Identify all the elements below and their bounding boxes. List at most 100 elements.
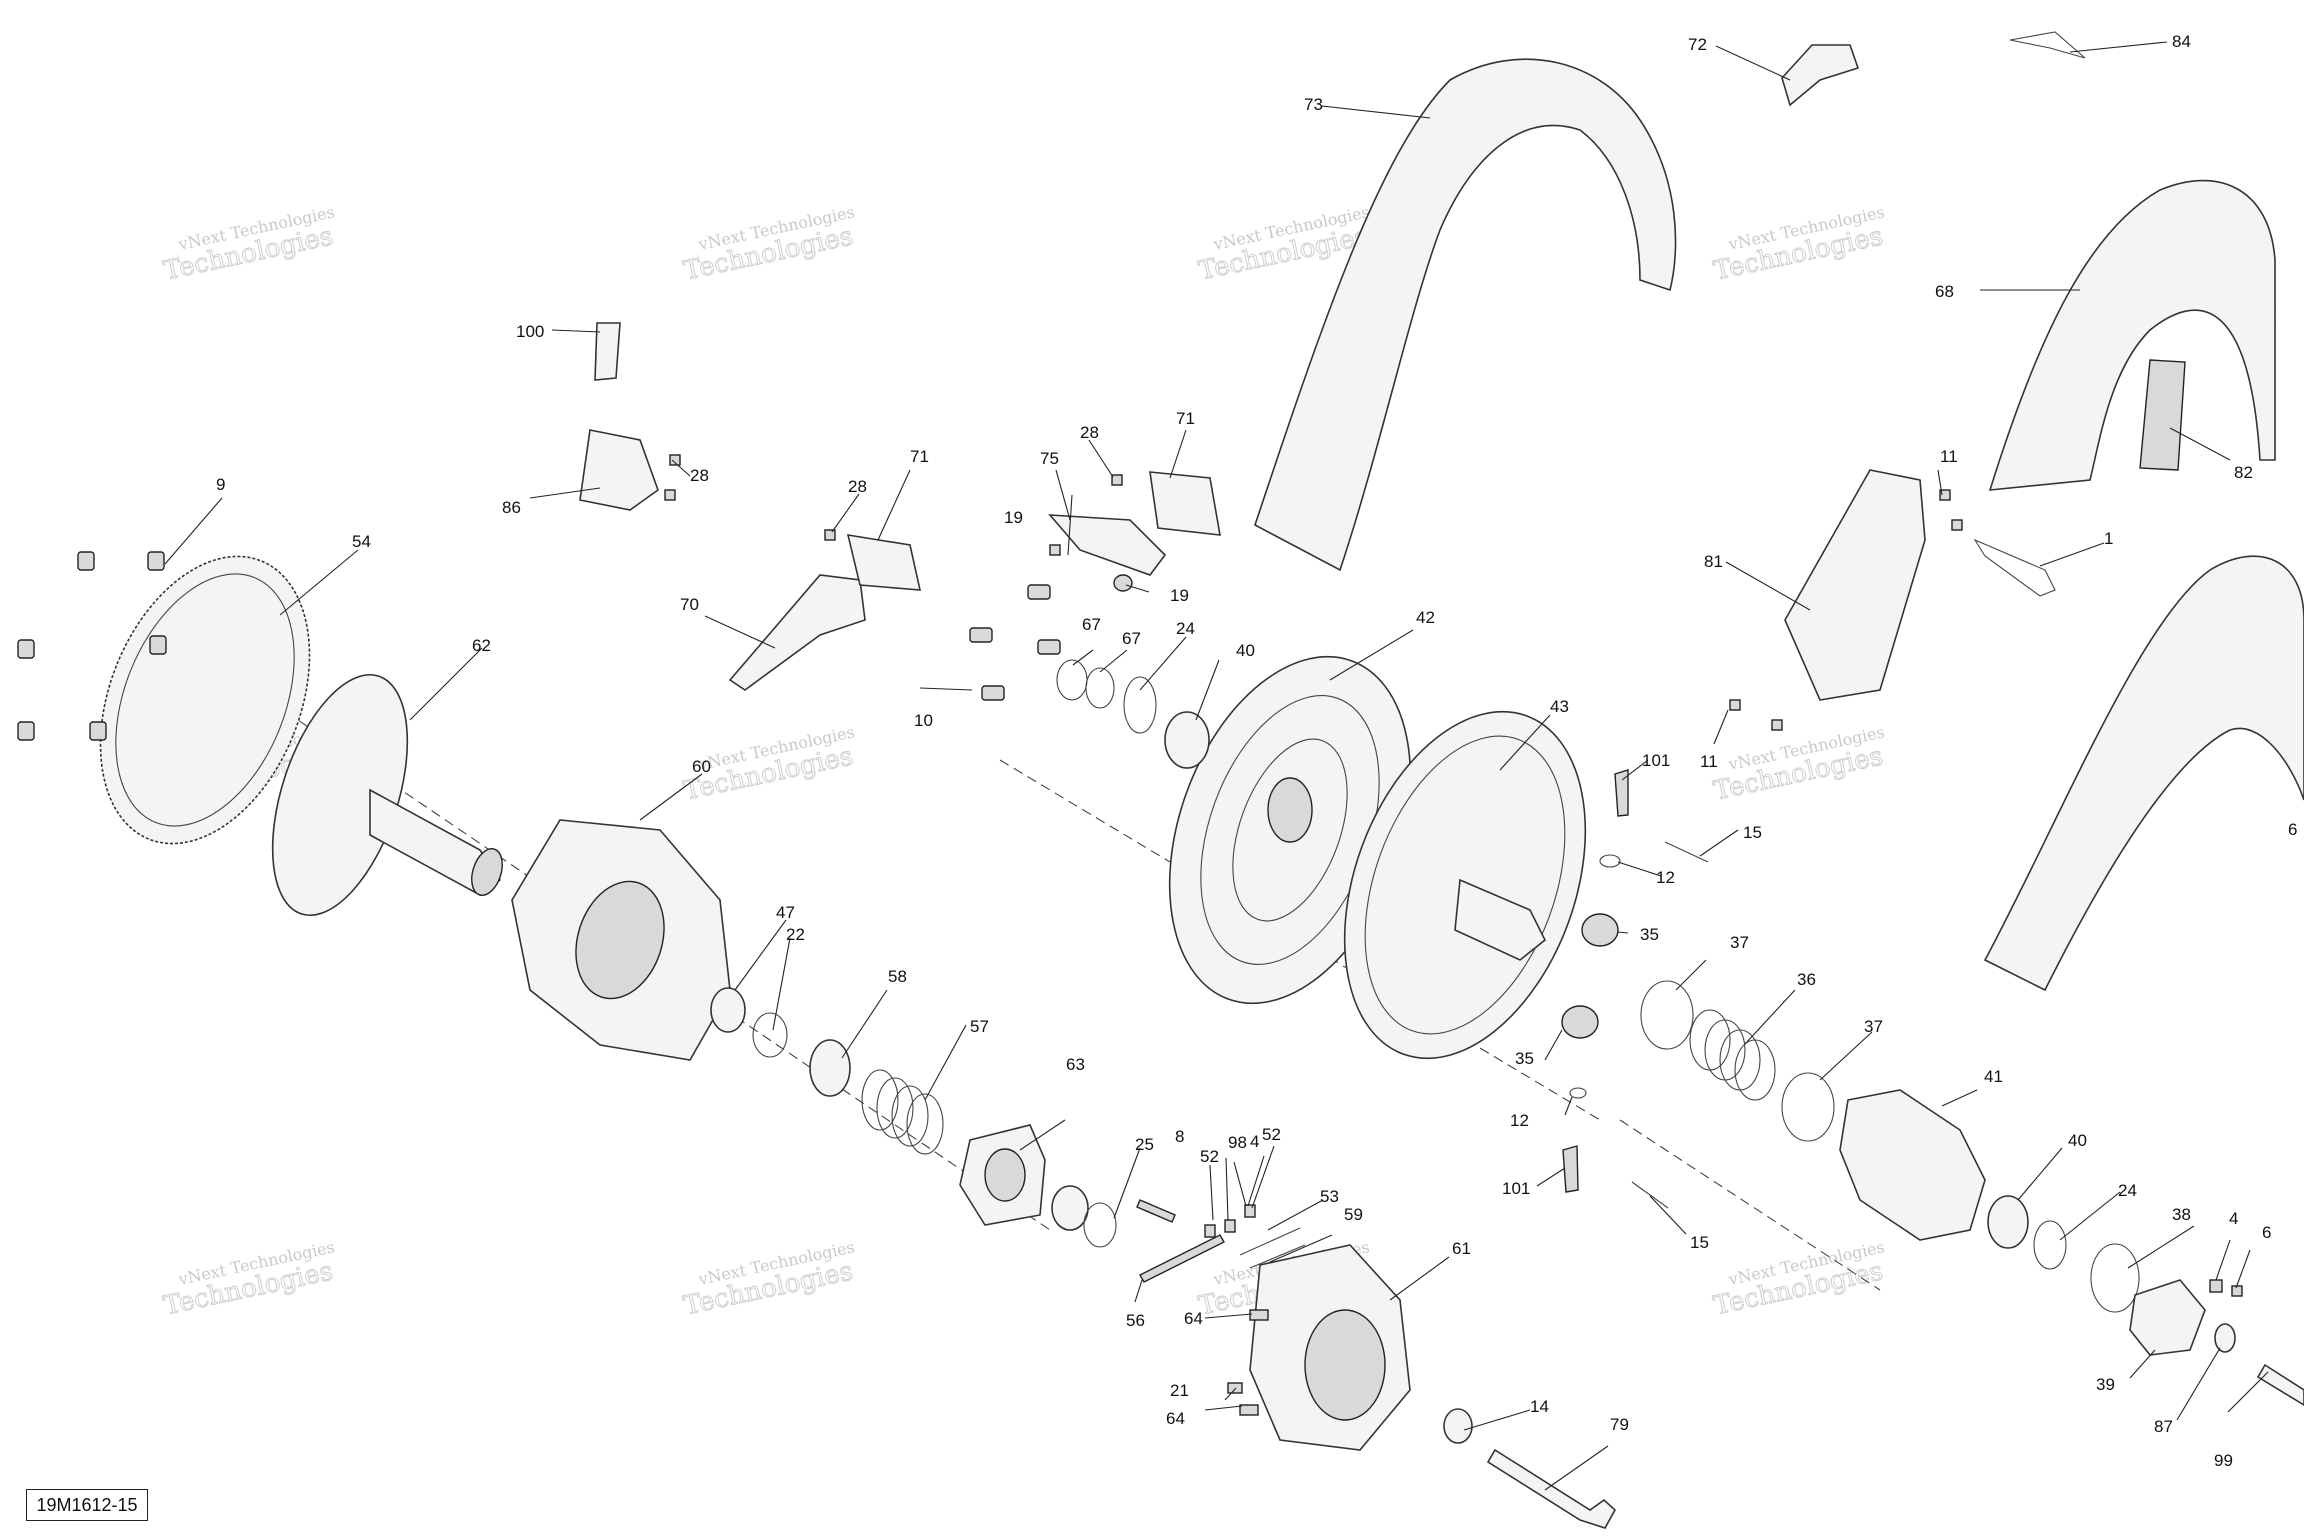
callout-100: 100 (516, 322, 544, 341)
callout-72: 72 (1688, 35, 1707, 54)
ring-22 (752, 1012, 788, 1058)
callout-58: 58 (888, 967, 907, 986)
shaft-99 (2256, 1363, 2304, 1406)
callout-67a: 67 (1082, 615, 1101, 634)
callout-53: 53 (1320, 1187, 1339, 1206)
nut-4b (2209, 1279, 2223, 1293)
callout-19b: 19 (1170, 586, 1189, 605)
callout-37a: 37 (1730, 933, 1749, 952)
bushing-40b (1987, 1195, 2029, 1249)
roller-35a (1581, 913, 1619, 947)
drive-pulley-housing (511, 819, 731, 1061)
callout-14: 14 (1530, 1397, 1549, 1416)
callout-52a: 52 (1200, 1147, 1219, 1166)
callout-64b: 64 (1166, 1409, 1185, 1428)
washer-37b (1781, 1072, 1835, 1142)
spring-36 (1689, 1009, 1776, 1101)
callout-84: 84 (2172, 32, 2191, 51)
bolts-10 (969, 584, 1061, 701)
bracket-100 (594, 322, 621, 381)
callout-43: 43 (1550, 697, 1569, 716)
callout-98: 98 (1228, 1133, 1247, 1152)
callout-73: 73 (1304, 95, 1323, 114)
washer-87 (2214, 1323, 2236, 1353)
bushing-40a (1164, 711, 1210, 769)
callout-75: 75 (1040, 449, 1059, 468)
callout-21: 21 (1170, 1381, 1189, 1400)
callout-38: 38 (2172, 1205, 2191, 1224)
bolts-9 (17, 551, 167, 741)
drive-sheave (271, 673, 503, 917)
hub-39 (2129, 1279, 2206, 1356)
bushing-25 (1051, 1185, 1089, 1231)
callout-19a: 19 (1004, 508, 1023, 527)
bolt-79 (1486, 1448, 1617, 1529)
governor-cup-61 (1249, 1244, 1411, 1451)
callout-41: 41 (1984, 1067, 2003, 1086)
callout-101a: 101 (1642, 751, 1670, 770)
callout-24a: 24 (1176, 619, 1195, 638)
callout-4a: 4 (1250, 1132, 1259, 1151)
washer-37a (1640, 980, 1694, 1050)
callout-15a: 15 (1743, 823, 1762, 842)
callout-42: 42 (1416, 608, 1435, 627)
callout-36: 36 (1797, 970, 1816, 989)
washer-12a (1599, 854, 1621, 868)
callout-59: 59 (1344, 1205, 1363, 1224)
callout-71b: 71 (1176, 409, 1195, 428)
hardware-52-98-4-53-59 (1204, 1204, 1306, 1269)
cup-58 (809, 1039, 851, 1097)
callout-9: 9 (216, 475, 225, 494)
callout-81: 81 (1704, 552, 1723, 571)
ring-24b (2033, 1220, 2067, 1270)
part-72 (1781, 44, 1860, 107)
driven-sheave-43 (1343, 710, 1587, 1060)
callout-86: 86 (502, 498, 521, 517)
washer-14 (1443, 1408, 1473, 1444)
callout-6: 6 (2262, 1223, 2271, 1242)
ring-24a (1123, 676, 1157, 734)
cam-41 (1839, 1089, 1986, 1241)
callout-61: 61 (1452, 1239, 1471, 1258)
ring-47 (710, 987, 746, 1033)
diagram-reference-code: 19M1612-15 (26, 1489, 148, 1521)
callout-64a: 64 (1184, 1309, 1203, 1328)
callout-28c: 28 (690, 466, 709, 485)
callout-82: 82 (2234, 463, 2253, 482)
callout-101b: 101 (1502, 1179, 1530, 1198)
ring-67a (1056, 659, 1088, 701)
bracket-81 (1784, 469, 1926, 701)
pin-56 (1139, 1234, 1225, 1283)
callout-71a: 71 (910, 447, 929, 466)
callout-63: 63 (1066, 1055, 1085, 1074)
callout-62: 62 (472, 636, 491, 655)
screws-11-28-19 (664, 454, 1963, 731)
callout-60: 60 (692, 757, 711, 776)
callout-67b: 67 (1122, 629, 1141, 648)
callout-12a: 12 (1656, 868, 1675, 887)
callout-37b: 37 (1864, 1017, 1883, 1036)
callout-99: 99 (2214, 1451, 2233, 1470)
callout-54: 54 (352, 532, 371, 551)
callout-8: 8 (1175, 1127, 1184, 1146)
belt-guard-73 (1254, 58, 1677, 572)
belt-6 (1983, 555, 2304, 992)
callout-28b: 28 (848, 477, 867, 496)
callout-11a: 11 (1940, 447, 1958, 466)
clip-1 (1973, 538, 2056, 597)
ring-67b (1085, 667, 1115, 709)
pin-101b (1562, 1145, 1579, 1193)
callout-24b: 24 (2118, 1181, 2137, 1200)
pin-8 (1136, 1199, 1176, 1223)
callout-22: 22 (786, 925, 805, 944)
washer-38 (2090, 1243, 2140, 1313)
bracket-86 (579, 429, 659, 511)
part-84 (2009, 31, 2086, 59)
ring-gear (99, 555, 311, 845)
callout-68: 68 (1935, 282, 1954, 301)
callout-10: 10 (914, 711, 933, 730)
callout-11b: 11 (1700, 752, 1718, 771)
callouts: 1 4 4 6 6 8 9 10 11 11 12 12 14 15 15 19… (216, 32, 2297, 1470)
callout-87: 87 (2154, 1417, 2173, 1436)
